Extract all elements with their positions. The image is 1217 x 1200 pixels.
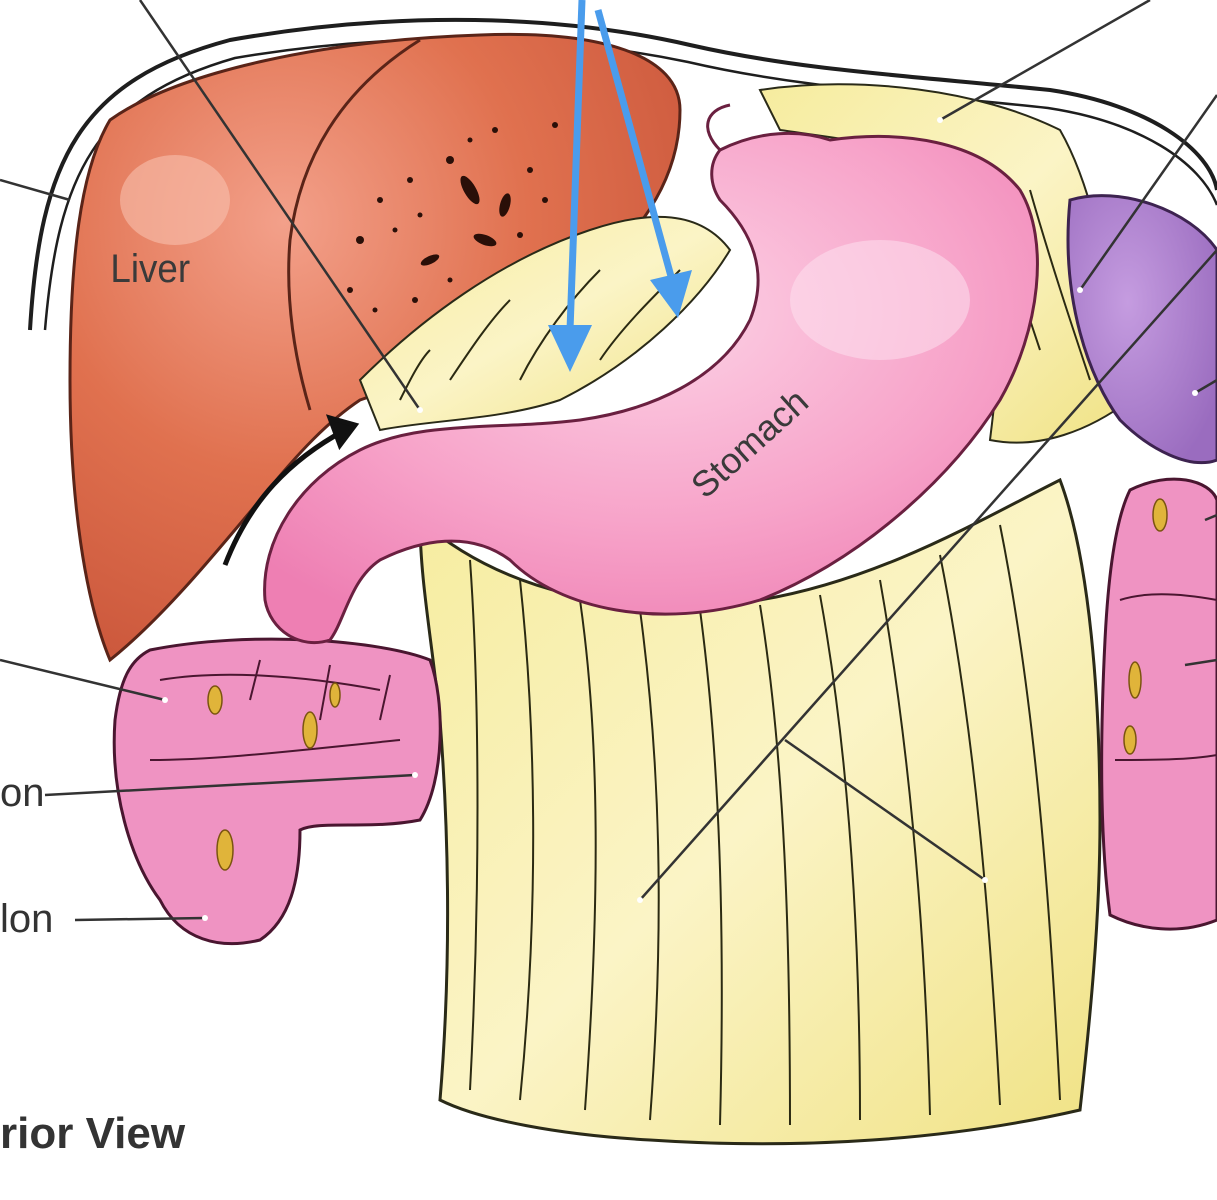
pointer-arrow-right [594, 9, 676, 281]
pointer-arrow-left [566, 0, 586, 331]
descending-colon [1100, 477, 1217, 931]
liver-lobe-division [287, 38, 421, 411]
stomach [263, 103, 1039, 645]
liver [68, 32, 682, 663]
spleen [1066, 194, 1217, 465]
pointer-arrows [548, 0, 692, 372]
leader-lines [0, 0, 1217, 922]
transverse-colon-label: on [0, 771, 45, 815]
greater-omentum [418, 477, 1102, 1146]
transverse-colon [112, 637, 442, 946]
descending-colon-label: lon [0, 897, 53, 941]
view-caption: rior View [0, 1109, 186, 1158]
liver-label: Liver [110, 247, 190, 292]
flow-arrow [222, 414, 360, 566]
leader-dots [162, 117, 1198, 921]
